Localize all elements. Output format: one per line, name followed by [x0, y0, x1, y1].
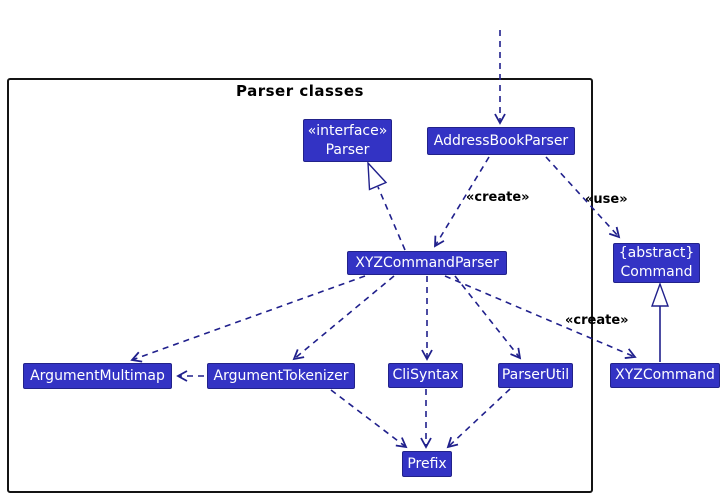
clisyntax-name: CliSyntax — [392, 367, 459, 383]
argumenttokenizer-name: ArgumentTokenizer — [213, 367, 349, 384]
frame-title: Parser classes — [236, 82, 364, 100]
edge-label-create-addressbookparser: «create» — [466, 190, 530, 205]
argumentmultimap-name: ArgumentMultimap — [30, 367, 165, 384]
addressbookparser-name: AddressBookParser — [433, 132, 569, 149]
class-argumentmultimap: ArgumentMultimap — [23, 363, 172, 389]
xyzcommand-name: XYZCommand — [615, 367, 715, 383]
edge-label-use-command: «use» — [585, 192, 628, 207]
edge-xyzcommandparser-to-xyzcommand — [444, 275, 637, 359]
edge-parserutil-to-prefix — [446, 388, 511, 449]
class-clisyntax: CliSyntax — [388, 363, 463, 388]
class-parser-interface: «interface» Parser — [303, 119, 392, 162]
edge-xyzcommandparser-realizes-parser — [377, 186, 406, 251]
prefix-name: Prefix — [407, 455, 447, 472]
inheritance-hollow-triangle — [651, 281, 669, 307]
edge-xyzcommandparser-to-argumentmultimap — [130, 275, 366, 363]
parserutil-name: ParserUtil — [501, 367, 570, 383]
edge-argumenttokenizer-to-prefix — [330, 389, 408, 449]
edge-addressbookparser-to-command — [545, 156, 621, 239]
parser-classes-frame — [7, 78, 593, 493]
edge-label-create-xyzcommand: «create» — [565, 313, 629, 328]
class-xyzcommandparser: XYZCommandParser — [347, 251, 507, 275]
class-command-abstract: {abstract} Command — [613, 243, 700, 283]
class-prefix: Prefix — [402, 451, 452, 477]
command-stereotype: {abstract} — [618, 245, 695, 261]
edge-xyzcommandparser-to-argumenttokenizer — [292, 275, 395, 361]
edge-xyzcommandparser-to-parserutil — [454, 275, 522, 360]
xyzcommandparser-name: XYZCommandParser — [355, 254, 499, 271]
parser-name: Parser — [325, 141, 370, 158]
class-addressbookparser: AddressBookParser — [427, 127, 575, 155]
class-parserutil: ParserUtil — [498, 363, 573, 388]
class-argumenttokenizer: ArgumentTokenizer — [207, 363, 355, 389]
realization-hollow-triangle — [367, 161, 388, 191]
command-name: Command — [620, 264, 693, 280]
class-xyzcommand: XYZCommand — [610, 363, 720, 388]
parser-stereotype: «interface» — [307, 122, 388, 139]
